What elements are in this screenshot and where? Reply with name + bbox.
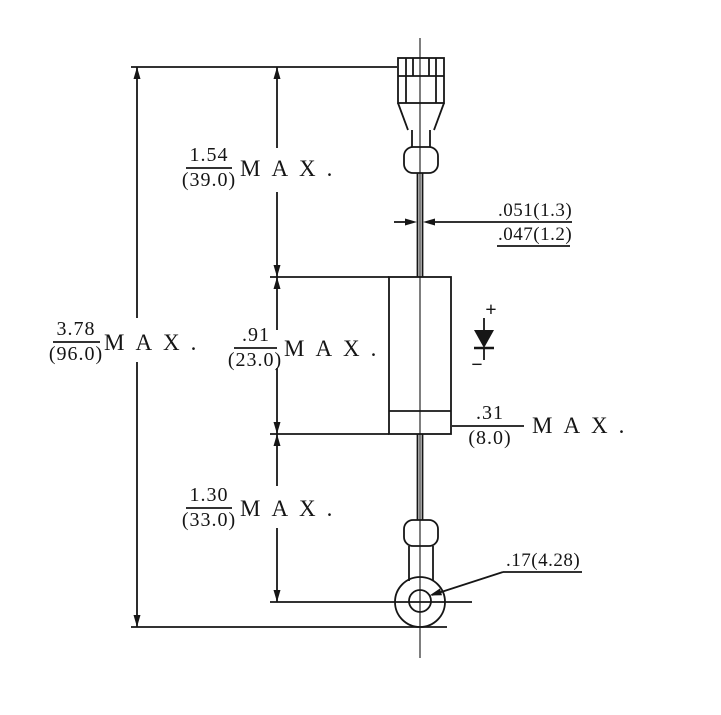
polarity-minus-label: −: [471, 354, 482, 376]
arrowhead-up-icon: [273, 434, 281, 446]
top-max-label: MAX.: [240, 156, 343, 181]
top-mm-label: (39.0): [182, 169, 236, 191]
diode-body-outline: [388, 276, 452, 435]
top-inch-label: 1.54: [190, 144, 229, 166]
arrowhead-up-icon: [273, 67, 281, 79]
terminal-tab: [397, 57, 445, 174]
dimension-lead-diameter: .051(1.3) .047(1.2): [394, 200, 572, 247]
arrowhead-right-icon: [405, 218, 417, 226]
dimension-chain-line: [273, 67, 281, 602]
diameter-mm-label: (8.0): [468, 427, 511, 449]
arrowhead-up-icon: [273, 277, 281, 289]
overall-max-label: MAX.: [104, 330, 207, 355]
bottom-mm-label: (33.0): [182, 509, 236, 531]
arrowhead-down-icon: [273, 422, 281, 434]
ring-terminal: [270, 519, 472, 628]
terminal-tab-outline: [397, 57, 445, 104]
arrowhead-down-icon: [133, 615, 141, 627]
arrowhead-left-icon: [423, 218, 435, 226]
arrowhead-down-icon: [273, 590, 281, 602]
lead-diameter-lower-label: .047(1.2): [498, 224, 572, 245]
body-max-label: MAX.: [284, 336, 387, 361]
dimension-bottom-section: 1.30 (33.0) MAX.: [182, 484, 343, 531]
arrowhead-down-icon: [273, 265, 281, 277]
overall-inch-label: 3.78: [57, 318, 96, 340]
diode-anode-triangle-icon: [474, 330, 494, 348]
diameter-inch-label: .31: [476, 402, 504, 424]
dimension-top-section: 1.54 (39.0) MAX.: [182, 144, 343, 191]
arrowhead-leader-icon: [429, 588, 442, 596]
dimension-body-length: .91 (23.0) MAX.: [228, 324, 387, 371]
polarity-plus-label: +: [485, 299, 496, 321]
diode-body: [388, 276, 452, 435]
hole-diameter-label: .17(4.28): [506, 550, 580, 571]
ring-crimp-barrel: [403, 519, 439, 547]
extension-lines: [131, 66, 447, 628]
overall-mm-label: (96.0): [49, 343, 103, 365]
body-inch-label: .91: [242, 324, 270, 346]
dimension-overall-length: 3.78 (96.0) MAX.: [49, 67, 207, 627]
upper-lead-wire: [416, 173, 424, 277]
dimension-body-diameter: .31 (8.0) MAX.: [452, 402, 635, 449]
lead-diameter-upper-label: .051(1.3): [498, 200, 572, 221]
bottom-max-label: MAX.: [240, 496, 343, 521]
bottom-inch-label: 1.30: [190, 484, 229, 506]
lower-lead-wire: [416, 434, 424, 520]
dimension-hole-diameter: .17(4.28): [429, 550, 582, 596]
diode-polarity-symbol: + −: [471, 299, 496, 376]
arrowhead-up-icon: [133, 67, 141, 79]
terminal-crimp-barrel: [403, 146, 439, 174]
leader-line: [431, 571, 504, 596]
body-mm-label: (23.0): [228, 349, 282, 371]
diameter-max-label: MAX.: [532, 413, 635, 438]
ring-hole-circle: [408, 589, 432, 613]
